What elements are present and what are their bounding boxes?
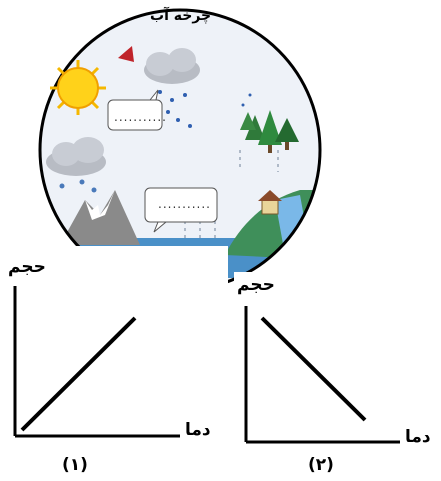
snow-flakes <box>59 179 97 193</box>
speech-bubble-bottom <box>144 187 218 233</box>
speech-bubble-left <box>107 89 163 131</box>
graph2-axes <box>244 306 400 444</box>
cycle-title: چرخه آب <box>150 8 212 24</box>
graph1-panel <box>0 246 228 481</box>
graph1-xlabel: دما <box>185 420 211 440</box>
graph2-panel <box>234 272 441 481</box>
sun-icon <box>50 60 106 115</box>
forest <box>240 110 299 153</box>
graph1-line <box>20 316 137 432</box>
graph2-xlabel: دما <box>405 427 431 447</box>
graph2-series <box>260 316 367 422</box>
graph2-ylabel: حجم <box>237 275 275 295</box>
bubble-left-text: ........... <box>114 110 167 124</box>
rain-drops <box>158 90 252 128</box>
graph1-series <box>20 316 137 432</box>
graph1-ylabel: حجم <box>8 257 46 277</box>
graph1-axes <box>13 286 180 438</box>
graph1-caption: (۱) <box>62 455 88 475</box>
graph2-caption: (۲) <box>308 455 334 475</box>
cloud-left-icon <box>46 137 106 176</box>
bubble-bottom-text: ........... <box>158 197 211 211</box>
graph2-line <box>260 316 367 422</box>
cloud-icon <box>144 48 200 84</box>
mountain <box>60 190 140 245</box>
arrow-head-icon <box>118 46 134 62</box>
